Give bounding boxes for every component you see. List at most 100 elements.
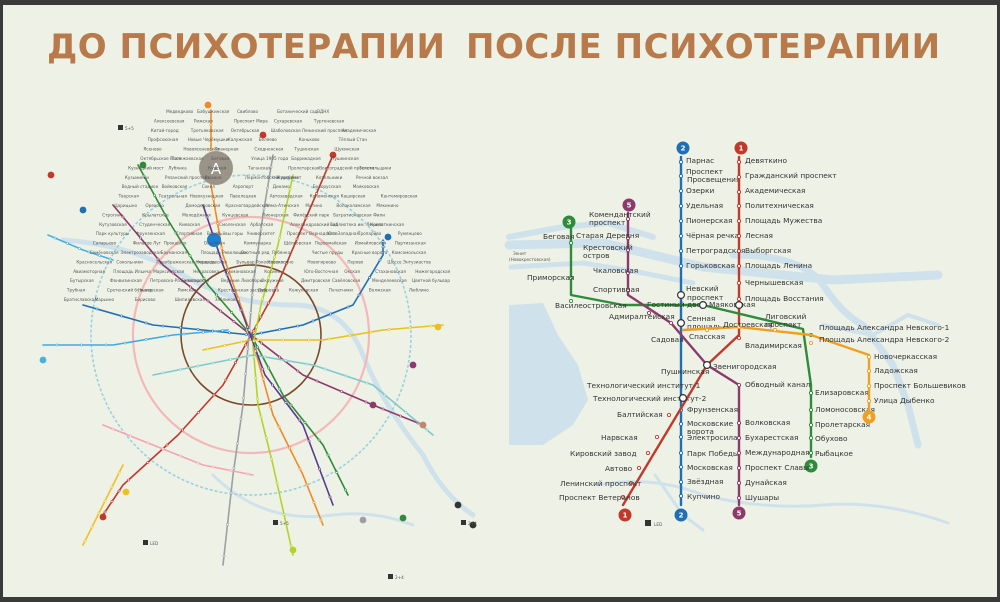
station-14-blue: Электросила: [687, 433, 738, 442]
station-dot: [736, 450, 742, 456]
station-dot: [678, 450, 684, 456]
moscow-line-13: [102, 424, 254, 476]
moscow-line-badge-4: [384, 233, 392, 241]
moscow-station-dot: [252, 339, 256, 343]
moscow-station-dot: [408, 326, 412, 330]
moscow-station-dot: [325, 167, 329, 171]
moscow-station-dot: [267, 301, 271, 305]
moscow-station-label: Фонвизинская: [110, 278, 142, 283]
moscow-station-dot: [285, 262, 288, 265]
line-2-blue: ПарнасПроспектОзеркиУдельнаяПионерскаяЧё…: [592, 141, 745, 522]
line-5-badge-bottom: 5: [732, 506, 746, 520]
moscow-station-dot: [364, 400, 368, 404]
moscow-station-label: Нижегородская: [415, 269, 450, 274]
moscow-station-dot: [179, 454, 182, 458]
moscow-station-dot: [319, 518, 323, 522]
moscow-station-dot: [295, 237, 299, 241]
moscow-station-label: Дмитровская: [301, 278, 331, 283]
line-5-badge-bottom-number: 5: [737, 510, 742, 518]
moscow-corner-label: 5+5: [280, 521, 289, 526]
neva-branch-north: [506, 220, 656, 240]
moscow-station-label: Селигерская: [181, 278, 210, 283]
station-8-green: Елизаровская: [815, 388, 869, 397]
moscow-station-dot: [255, 345, 259, 349]
moscow-station-label: Аэропорт: [233, 184, 254, 189]
moscow-station-dot: [165, 334, 169, 338]
moscow-station-label: Кузнецкий мост: [128, 165, 164, 170]
moscow-station-label: Волжская: [369, 288, 391, 293]
moscow-station-dot: [78, 247, 81, 250]
moscow-station-dot: [249, 311, 253, 314]
moscow-station-dot: [165, 443, 169, 447]
moscow-station-label: Новокосино: [267, 259, 294, 264]
moscow-station-dot: [326, 453, 330, 457]
moscow-line-14: [82, 464, 124, 546]
moscow-station-label: Войковская: [162, 184, 188, 189]
station-5-purple: Спортивная: [593, 285, 639, 294]
station-dot: [736, 465, 742, 471]
moscow-station-dot: [257, 311, 261, 315]
line-3-badge-circle: [562, 215, 576, 229]
moscow-station-label: Лермонтовский проспект: [245, 175, 302, 180]
station-10-blue: Сенная: [687, 314, 715, 323]
moscow-station-dot: [425, 428, 429, 432]
station-3-blue: Озерки: [686, 186, 714, 195]
moscow-station-label: Курская: [208, 165, 227, 170]
moscow-station-dot: [196, 364, 200, 368]
moscow-station-label: Прокшино: [164, 241, 187, 246]
moscow-station-dot: [259, 331, 263, 335]
moscow-line-1: [102, 154, 334, 516]
moscow-station-dot: [369, 330, 373, 334]
moscow-station-label: Митино: [305, 203, 322, 208]
moscow-station-label: Бутырская: [70, 278, 94, 283]
moscow-station-dot: [404, 411, 408, 414]
line-3-badge-number: 3: [567, 219, 572, 227]
moscow-station-label: Шипиловская: [175, 297, 206, 302]
moscow-station-dot: [262, 207, 266, 211]
station-dot: [678, 493, 684, 499]
station-5-green: Гостиный двор: [647, 300, 706, 309]
moscow-station-label: Печатники: [329, 288, 353, 293]
moscow-station-label: Лухмановская: [224, 269, 256, 274]
moscow-station-dot: [80, 343, 83, 347]
station-2-orange: Достоевская: [723, 320, 773, 329]
station-dot: [736, 435, 742, 441]
moscow-line-badge-3: [79, 206, 87, 214]
station-1-green: Беговая: [543, 232, 574, 241]
moscow-station-label: Пролетарская: [288, 165, 320, 170]
moscow-station-label: Волгоградский проспект: [319, 165, 375, 170]
moscow-station-dot: [212, 393, 216, 397]
neva-river: [504, 238, 943, 285]
moscow-corner-label: 5+5: [125, 126, 134, 131]
moscow-station-label: Автозаводская: [270, 194, 303, 199]
led-mark-icon: [645, 520, 651, 526]
station-3-purple: Крестовский: [583, 243, 633, 252]
station-15-red: Нарвская: [601, 433, 638, 442]
moscow-station-dot: [227, 269, 231, 273]
moscow-station-label: Люблино: [409, 288, 429, 293]
station-dot: [736, 189, 742, 195]
moscow-station-dot: [387, 328, 391, 331]
line-2-badge-bottom: 2: [674, 508, 688, 522]
moscow-station-dot: [253, 349, 257, 353]
station-7-green: Площадь Александра Невского-1: [819, 323, 950, 332]
line-1-badge-bottom: 1: [618, 508, 632, 522]
moscow-station-label: Румянцево: [398, 231, 422, 236]
station-15-purple: Шушары: [745, 493, 779, 502]
station-4-green: Василеостровская: [555, 301, 627, 310]
station-2-green: Зенит: [513, 251, 527, 256]
moscow-station-dot: [123, 341, 127, 345]
moscow-station-label: Волоколамская: [336, 203, 371, 208]
station-dot: [866, 368, 872, 374]
station-dot: [808, 435, 814, 441]
line-4-track: [681, 325, 871, 412]
moscow-corner-label: LED: [150, 541, 158, 546]
moscow-station-dot: [255, 325, 259, 329]
line-5-badge-top-number: 5: [627, 202, 632, 210]
moscow-station-label: Чистые пруды: [312, 250, 344, 255]
moscow-station-dot: [261, 297, 265, 301]
station-dot: [678, 159, 684, 165]
moscow-station-dot: [108, 257, 112, 261]
moscow-station-dot: [220, 246, 224, 250]
station-10-blue-line2: площадь: [687, 322, 722, 331]
